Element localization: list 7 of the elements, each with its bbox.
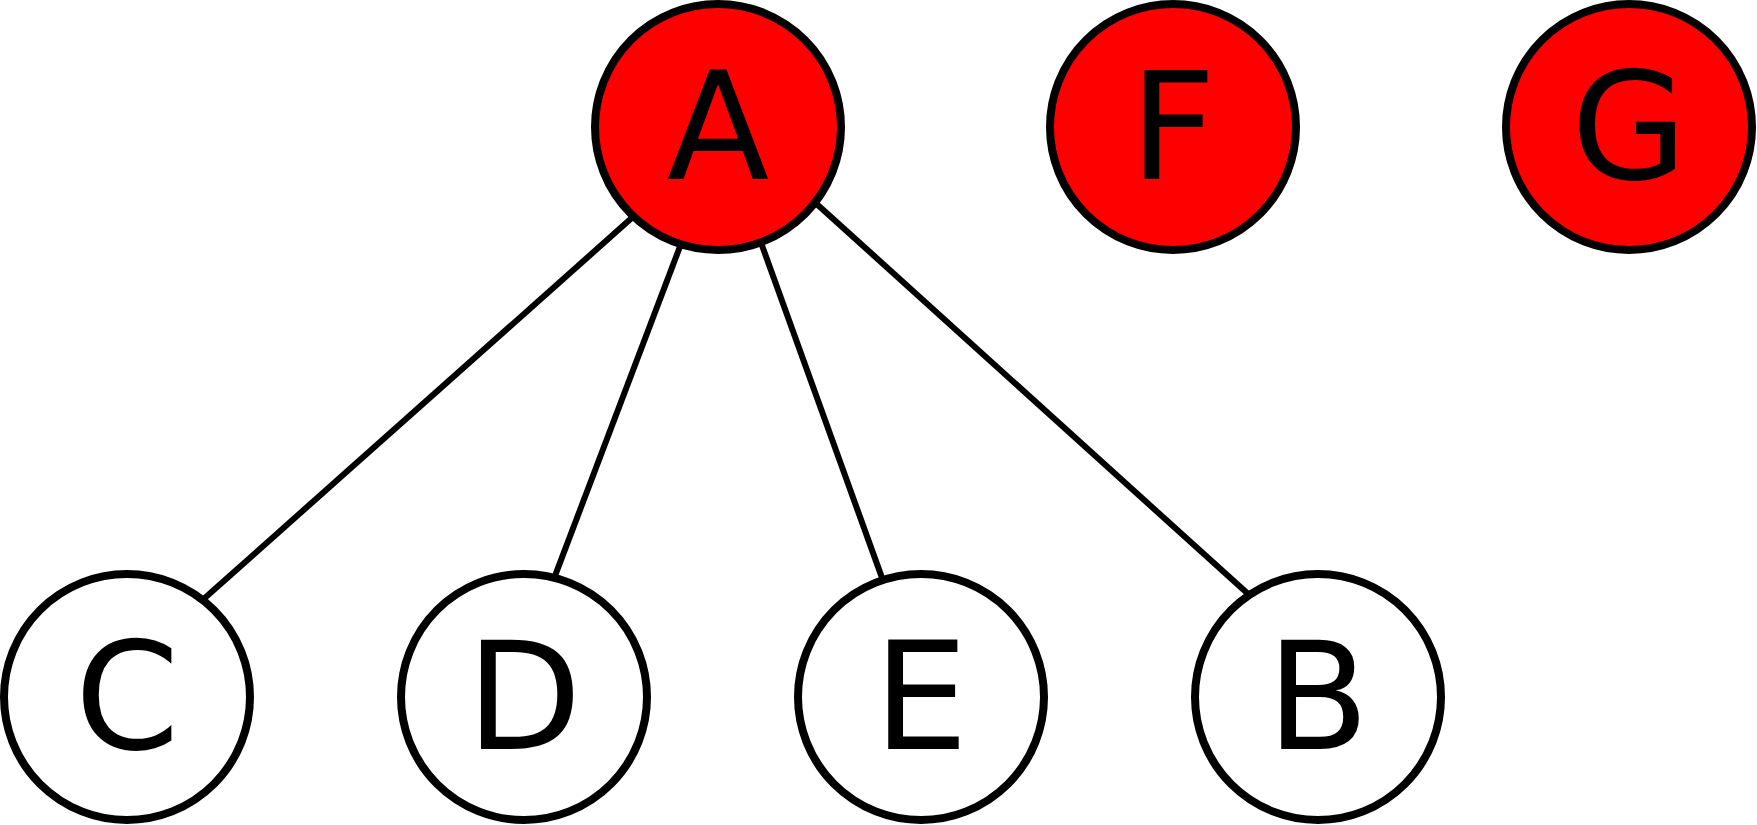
- node-label: B: [1266, 622, 1370, 772]
- node-label: E: [873, 622, 969, 772]
- node-label: C: [74, 622, 180, 772]
- node-label: D: [466, 622, 582, 772]
- node-label: G: [1570, 52, 1688, 202]
- node-label: A: [666, 52, 770, 202]
- node-label: F: [1129, 52, 1217, 202]
